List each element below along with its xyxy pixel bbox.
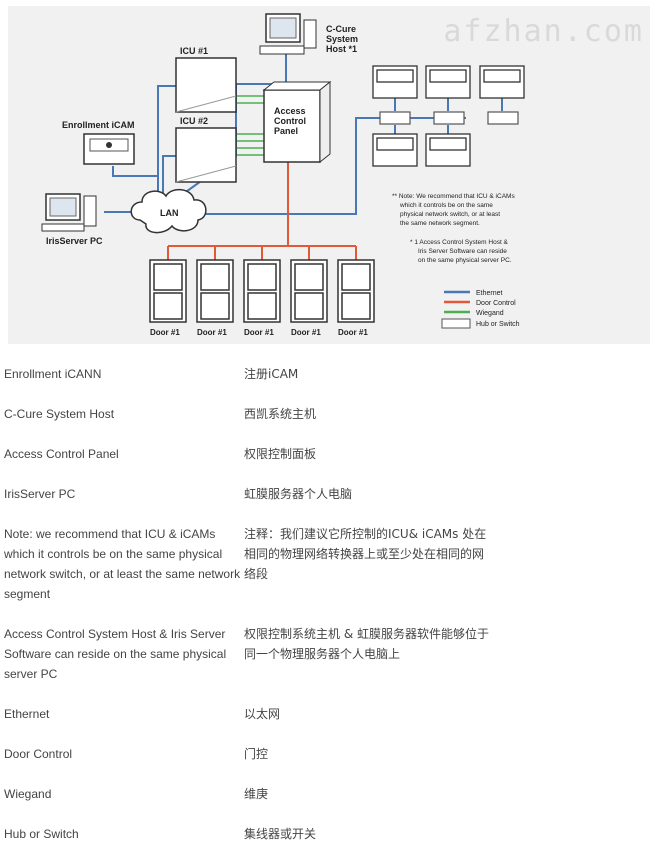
- note1-line1: ** Note: We recommend that ICU & iCAMs: [392, 193, 515, 200]
- wiegand-lines: [236, 95, 264, 156]
- row-en: IrisServer PC: [4, 487, 76, 501]
- legend-wiegand: Wiegand: [476, 310, 504, 317]
- irisserver-pc: [41, 193, 97, 232]
- icu1-label: ICU #1: [180, 46, 208, 56]
- irisserver-label: IrisServer PC: [46, 236, 103, 246]
- row-zh: 维庚: [244, 787, 269, 801]
- legend-swatch-hub-switch: [441, 318, 471, 329]
- door-control-lines: [167, 161, 357, 260]
- icu2-label: ICU #2: [180, 116, 208, 126]
- legend-hub-switch: Hub or Switch: [476, 321, 520, 328]
- legend-ethernet: Ethernet: [476, 290, 503, 297]
- row-zh: 注册iCAM: [244, 367, 299, 381]
- enrollment-label: Enrollment iCAM: [62, 120, 135, 130]
- panel-label-2: Control: [274, 116, 306, 126]
- row-en: Note: we recommend that ICU & iCAMs whic…: [4, 527, 241, 601]
- ccure-host-computer: [259, 13, 317, 55]
- ccure-label-2: System: [326, 34, 358, 44]
- icu1-unit: [175, 57, 237, 113]
- row-en: Ethernet: [4, 707, 50, 721]
- row-en: Access Control System Host & Iris Server…: [4, 627, 227, 681]
- note2-line3: on the same physical server PC.: [418, 257, 512, 264]
- note2-line1: * 1 Access Control System Host &: [410, 239, 509, 246]
- row-en: C-Cure System Host: [4, 407, 115, 421]
- door-label-5: Door #1: [338, 328, 368, 337]
- lan-cloud: [130, 188, 207, 234]
- note1-line4: the same network segment.: [400, 220, 480, 227]
- door-units: [149, 259, 375, 323]
- panel-label-1: Access: [274, 106, 306, 116]
- enrollment-icam: [83, 133, 135, 165]
- row-zh: 西凯系统主机: [244, 407, 317, 421]
- row-en: Door Control: [4, 747, 73, 761]
- row-en: Hub or Switch: [4, 827, 79, 841]
- row-en: Wiegand: [4, 787, 52, 801]
- note2-line2: Iris Server Software can reside: [418, 248, 507, 255]
- door-label-3: Door #1: [244, 328, 274, 337]
- access-control-panel: [262, 80, 332, 164]
- door-label-1: Door #1: [150, 328, 180, 337]
- ccure-label-1: C-Cure: [326, 24, 356, 34]
- network-diagram: afzhan.com: [8, 6, 650, 344]
- row-zh: 权限控制面板: [244, 447, 317, 461]
- row-zh: 虹膜服务器个人电脑: [244, 487, 353, 501]
- row-zh: 集线器或开关: [244, 827, 317, 841]
- switch-units: [379, 111, 519, 125]
- row-zh: 注释：我们建议它所控制的ICU& iCAMs 处在相同的物理网络转换器上或至少处…: [244, 527, 487, 581]
- diagram-svg: C-Cure System Host *1 ICU #1 ICU #2 Acce…: [41, 13, 525, 337]
- panel-label-3: Panel: [274, 126, 298, 136]
- row-zh: 权限控制系统主机 & 虹膜服务器软件能够位于同一个物理服务器个人电脑上: [244, 627, 489, 661]
- door-label-4: Door #1: [291, 328, 321, 337]
- legend: Ethernet Door Control Wiegand Hub or Swi…: [441, 290, 520, 329]
- icam-units: [372, 65, 525, 167]
- door-label-2: Door #1: [197, 328, 227, 337]
- note1-line2: which it controls be on the same: [399, 202, 493, 209]
- lan-label: LAN: [160, 208, 179, 218]
- note1-line3: physical network switch, or at least: [400, 211, 500, 218]
- icu2-unit: [175, 127, 237, 183]
- watermark: afzhan.com: [443, 14, 644, 49]
- legend-door-control: Door Control: [476, 300, 516, 307]
- row-en: Access Control Panel: [4, 447, 119, 461]
- row-zh: 以太网: [244, 707, 281, 721]
- row-en: Enrollment iCANN: [4, 367, 102, 381]
- ccure-label-3: Host *1: [326, 44, 357, 54]
- row-zh: 门控: [244, 747, 269, 761]
